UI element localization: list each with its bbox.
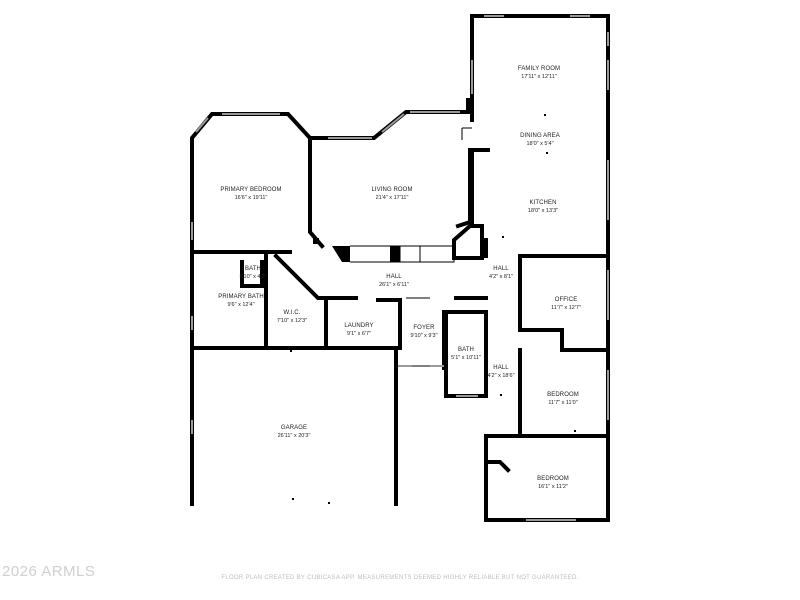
room-name: HALL — [493, 365, 509, 371]
room-label-hall-main: HALL 26'1" x 6'11" — [379, 273, 409, 289]
room-label-wic: W.I.C. 7'10" x 12'3" — [277, 309, 307, 325]
room-name: PRIMARY BEDROOM — [220, 187, 282, 193]
room-label-hall-east: HALL 4'2" x 8'1" — [489, 265, 513, 281]
room-dimensions: 17'11" x 12'11" — [521, 74, 557, 80]
room-dimensions: 11'7" x 11'0" — [548, 400, 578, 406]
room-dimensions: 21'4" x 17'11" — [375, 195, 409, 201]
wall-stub-living — [313, 238, 319, 244]
room-dimensions: 26'11" x 20'3" — [277, 433, 311, 439]
room-dimensions: 9'1" x 6'7" — [346, 331, 372, 337]
windows — [191, 15, 609, 521]
dot — [574, 430, 576, 432]
room-label-dining-area: DINING AREA 18'0" x 5'4" — [520, 132, 560, 148]
room-label-bedroom-1: BEDROOM 11'7" x 11'0" — [547, 391, 579, 407]
room-dimensions: 26'1" x 6'11" — [379, 282, 409, 288]
room-label-hall-south: HALL 4'2" x 18'6" — [487, 364, 514, 380]
disclaimer-text: FLOOR PLAN CREATED BY CUBICASA APP. MEAS… — [221, 575, 579, 581]
fixtures — [350, 127, 472, 367]
room-dimensions: 9'10" x 9'3" — [410, 333, 438, 339]
room-dimensions: 16'6" x 19'11" — [234, 195, 268, 201]
room-name: BATH — [245, 266, 261, 272]
room-label-primary-bath: PRIMARY BATH 9'6" x 12'4" — [218, 293, 264, 309]
room-label-primary-bedroom: PRIMARY BEDROOM 16'6" x 19'11" — [220, 186, 281, 202]
room-label-bath-small: BATH 5'10" x 4'3" — [239, 265, 266, 281]
dot — [546, 152, 548, 154]
room-dimensions: 16'1" x 11'2" — [538, 484, 568, 490]
dot — [500, 394, 502, 396]
dot — [576, 256, 578, 258]
room-dimensions: 7'10" x 12'3" — [276, 318, 308, 324]
room-label-kitchen: KITCHEN 18'0" x 13'3" — [528, 199, 558, 215]
dot — [328, 502, 330, 504]
room-name: LIVING ROOM — [371, 187, 413, 193]
wall-bedroom2-notch — [484, 460, 511, 473]
room-name: KITCHEN — [529, 200, 557, 206]
solid-fixtures — [313, 238, 400, 262]
room-label-family-room: FAMILY ROOM 17'11" x 12'11" — [518, 65, 560, 81]
room-name: DINING AREA — [520, 133, 560, 139]
fireplace — [332, 246, 350, 262]
room-label-laundry: LAUNDRY 9'1" x 6'7" — [344, 322, 373, 338]
room-name: HALL — [386, 274, 402, 280]
room-dimensions: 18'0" x 5'4" — [526, 141, 554, 147]
wall-east-wing-north — [470, 14, 610, 522]
dot — [360, 346, 362, 348]
room-dimensions: 11'7" x 12'7" — [551, 305, 581, 311]
wall-primary-bedroom — [190, 112, 325, 252]
room-name: BATH — [458, 347, 474, 353]
window-primary-bed-nw — [195, 117, 209, 133]
dot — [502, 236, 504, 238]
room-name: PRIMARY BATH — [218, 294, 264, 300]
wall-kitchen-pantry — [452, 224, 484, 260]
room-label-bedroom-2: BEDROOM 16'1" x 11'2" — [537, 475, 569, 491]
room-name: HALL — [493, 266, 509, 272]
window-living-bay — [381, 113, 405, 133]
room-dimensions: 5'10" x 4'3" — [239, 274, 267, 280]
room-name: GARAGE — [280, 425, 308, 431]
room-name: BEDROOM — [537, 476, 569, 482]
room-label-bath-hall: BATH 5'1" x 10'11" — [451, 346, 481, 362]
wall-laundry-east — [376, 298, 402, 350]
room-dimensions: 5'1" x 10'11" — [451, 355, 481, 361]
room-name: LAUNDRY — [344, 323, 374, 329]
room-name: FOYER — [413, 325, 435, 331]
fixture-dots — [290, 114, 578, 504]
wall-office-west — [518, 254, 608, 352]
room-name: FAMILY ROOM — [517, 66, 561, 72]
living-counter — [350, 245, 455, 263]
room-dimensions: 4'2" x 8'1" — [488, 274, 514, 280]
room-name: W.I.C. — [283, 310, 301, 316]
dot — [290, 350, 292, 352]
dot — [544, 114, 546, 116]
watermark: 2026 ARMLS — [2, 563, 96, 580]
room-label-living-room: LIVING ROOM 21'4" x 17'11" — [371, 186, 412, 202]
room-dimensions: 4'2" x 18'6" — [487, 373, 515, 379]
wall-living-room-east — [455, 148, 472, 229]
room-dimensions: 18'0" x 13'3" — [527, 208, 559, 214]
room-label-office: OFFICE 11'7" x 12'7" — [551, 296, 581, 312]
wall-living-room-north — [308, 98, 470, 140]
wall-small-bath — [240, 260, 264, 288]
dot — [292, 498, 294, 500]
wall-wic-angle — [273, 253, 358, 300]
room-dimensions: 9'6" x 12'4" — [227, 302, 255, 308]
room-name: OFFICE — [554, 297, 578, 303]
room-label-foyer: FOYER 9'10" x 9'3" — [410, 324, 437, 340]
room-name: BEDROOM — [547, 392, 579, 398]
cabinet-block — [390, 246, 400, 262]
room-label-garage: GARAGE 26'11" x 20'3" — [278, 424, 311, 440]
